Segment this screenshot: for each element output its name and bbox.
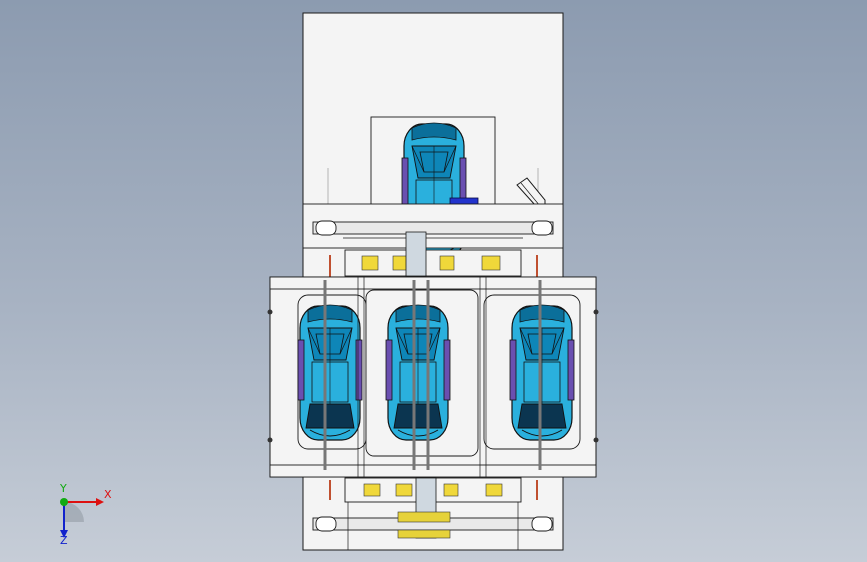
triad-y-dot-icon [60,498,68,506]
triad-x-label: X [104,488,112,501]
guide-rods [323,280,542,470]
car-left [297,304,363,441]
car-right [509,304,575,441]
lower-crossbar [312,502,554,550]
car-center [385,304,451,441]
triad-z-label: Z [60,534,68,547]
triad-y-label: Y [60,482,67,495]
upper-crossbar [302,203,564,249]
orientation-triad: X Y Z [46,480,116,550]
upper-rotor-row [329,231,538,278]
